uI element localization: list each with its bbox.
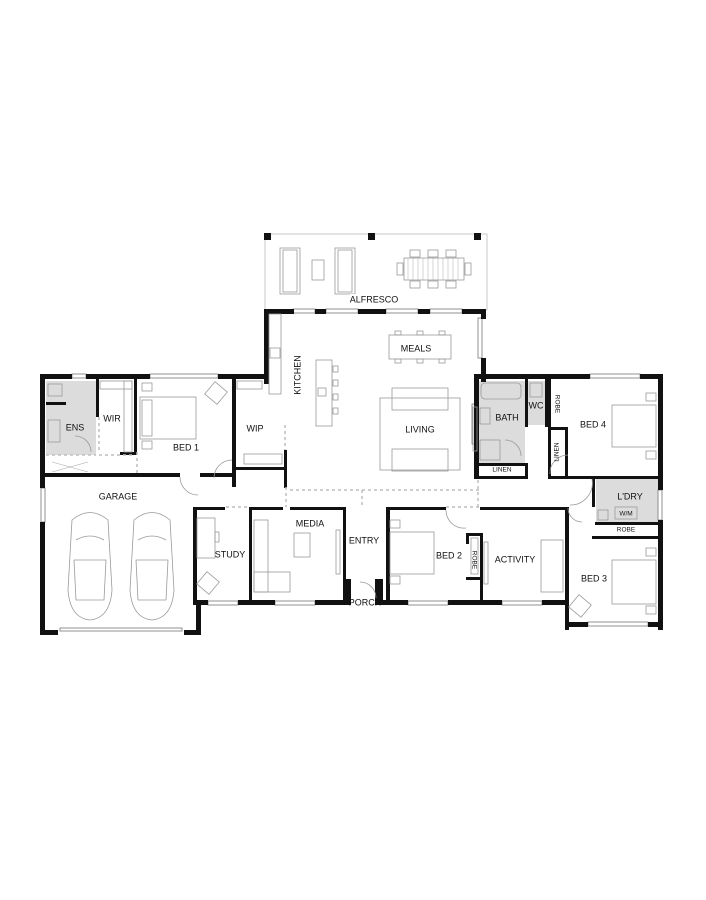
label-living: LIVING [405,424,435,434]
cooktop-icon [269,347,281,359]
bed-icon [611,559,657,605]
label-garage: GARAGE [99,491,138,501]
doors [74,435,593,599]
wc-floor [527,381,545,425]
label-bed-3: BED 3 [581,573,607,583]
label-robe-bed-4: ROBE [553,395,560,414]
furniture [47,313,657,621]
bath-floor [479,381,525,463]
label-porch: PORCH [349,597,382,607]
label-bed-2: BED 2 [436,550,462,560]
room-labels: ALFRESCO MEALS KITCHEN LIVING WIP BED 1 … [66,294,643,607]
label-wm: W/M [619,511,632,518]
label-ens: ENS [66,422,85,432]
label-bed-4: BED 4 [580,419,606,429]
label-bed-1: BED 1 [173,442,199,452]
toilet-icon [529,382,543,398]
label-activity: ACTIVITY [495,554,536,564]
outdoor-dining-table-icon [396,249,472,289]
label-bath: BATH [495,412,518,422]
toilet-icon [47,383,63,397]
label-alfresco: ALFRESCO [350,294,399,304]
bed-icon [139,396,197,440]
bed-icon [389,531,435,575]
bathtub-icon [480,382,522,400]
label-linen-hall: LINEN [554,442,561,461]
label-laundry: L'DRY [617,491,643,501]
desk-icon [196,517,216,559]
label-entry: ENTRY [349,535,379,545]
label-wir: WIR [103,413,121,423]
label-linen-bath: LINEN [492,467,511,474]
label-kitchen: KITCHEN [292,355,302,395]
label-wip: WIP [247,423,264,433]
laundry-floor [596,479,658,523]
walls [40,309,663,635]
openings [46,417,480,508]
car-icon [129,512,175,621]
label-study: STUDY [215,549,246,559]
label-meals: MEALS [401,343,432,353]
label-robe-bed-3: ROBE [617,527,636,534]
bed-icon [611,404,657,448]
kitchen-island [315,359,333,427]
label-wc: WC [529,400,544,410]
label-media: MEDIA [296,518,325,528]
car-icon [67,512,113,621]
label-robe-bed-2: ROBE [470,551,477,570]
vanity-icon [47,419,61,443]
